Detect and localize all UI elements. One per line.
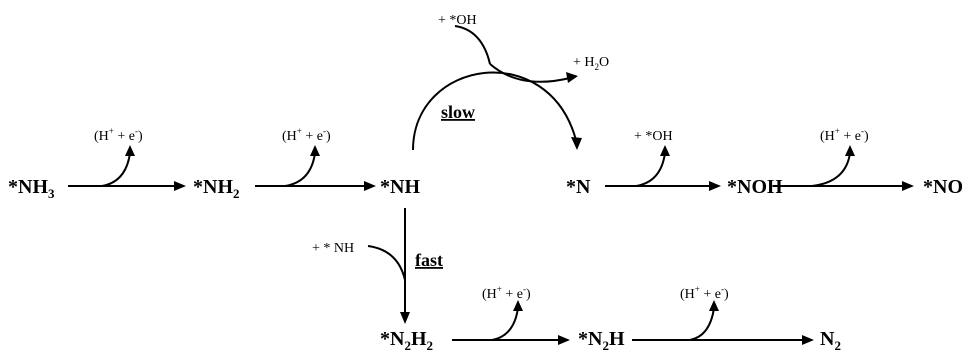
species-no: *NO xyxy=(923,176,963,198)
arrow-n2h2-to-n2h xyxy=(452,300,570,345)
species-n2h: *N2H xyxy=(578,328,625,352)
reagent-add-oh-slow: + *OH xyxy=(438,13,477,28)
arrow-nh2-to-nh xyxy=(255,145,376,191)
arrow-nh3-to-nh2 xyxy=(68,145,186,191)
fast-pathway-arrow xyxy=(367,208,410,324)
rate-fast-label: fast xyxy=(415,250,443,270)
reagent-h-e-1: (H+ + e-) xyxy=(94,126,143,144)
reagent-h-e-4: (H+ + e-) xyxy=(482,284,531,302)
arrow-n-to-noh xyxy=(605,145,721,191)
species-n2: N2 xyxy=(820,328,841,352)
species-noh: *NOH xyxy=(727,176,783,198)
reagent-h-e-5: (H+ + e-) xyxy=(680,284,729,302)
species-n: *N xyxy=(566,176,591,198)
arrow-n2h-to-n2 xyxy=(632,300,814,345)
species-n2h2: *N2H2 xyxy=(380,328,433,352)
reagent-h-e-3: (H+ + e-) xyxy=(820,126,869,144)
species-nh2: *NH2 xyxy=(193,176,240,201)
species-nh: *NH xyxy=(380,176,420,198)
rate-slow-label: slow xyxy=(441,102,475,122)
arrow-noh-to-no xyxy=(773,145,914,191)
reagent-add-oh: + *OH xyxy=(634,129,673,144)
slow-pathway-arrow xyxy=(412,25,582,151)
reagent-h2o: + H2O xyxy=(573,55,609,72)
species-nh3: *NH3 xyxy=(8,176,55,201)
reagent-h-e-2: (H+ + e-) xyxy=(282,126,331,144)
reagent-add-nh: + * NH xyxy=(312,241,354,256)
